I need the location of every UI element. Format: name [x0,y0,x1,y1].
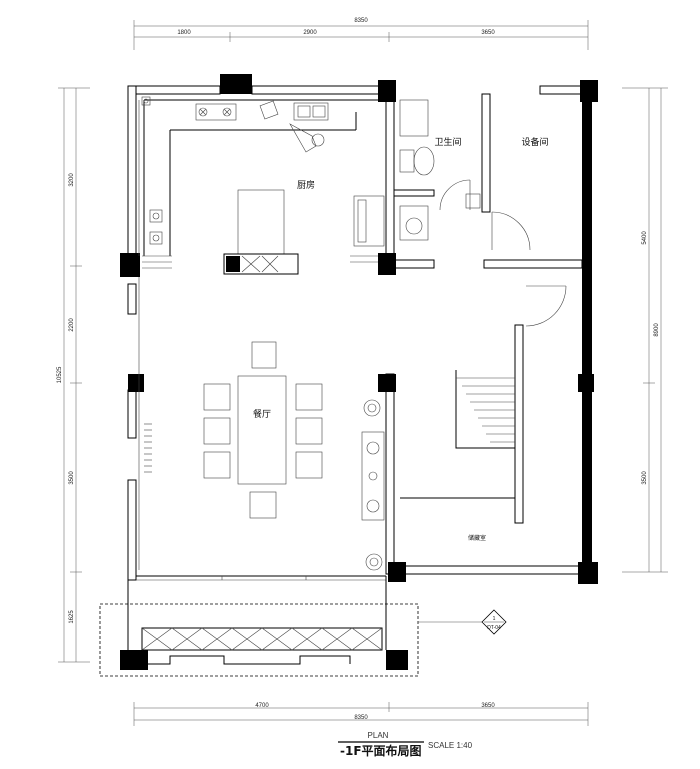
dim-left-seg-4: 1625 [69,610,75,624]
kitchen-counters [138,96,385,570]
plan-label: PLAN [368,731,389,740]
dim-left-seg-1: 3200 [69,173,75,187]
dim-left-seg-3: 3500 [69,471,75,485]
dimension-lines [58,20,668,726]
section-tag-number: 1 [493,616,496,622]
dim-top-seg-2: 2900 [303,30,317,36]
dim-right-seg-1: 5400 [642,231,648,245]
dim-left-seg-2: 2200 [69,318,75,332]
dim-bottom-seg-2: 3650 [481,703,495,709]
plan-scale: SCALE 1:40 [428,741,473,750]
staircase [455,370,515,449]
room-label-equipment: 设备间 [521,136,548,148]
section-tag-ref: DT-04 [487,625,501,631]
dim-right-total: 8900 [654,323,660,337]
room-label-storage: 储藏室 [468,534,486,542]
terrace [99,576,484,677]
bathroom-fixtures [399,99,481,241]
dim-top-seg-1: 1800 [177,30,191,36]
dim-bottom-seg-1: 4700 [255,703,269,709]
exterior-walls [127,85,593,581]
dim-bottom-total: 8350 [354,715,368,721]
dim-top-seg-3: 3650 [481,30,495,36]
dim-left-total: 10525 [57,366,63,383]
room-label-kitchen: 厨房 [297,179,315,191]
dim-top-total: 8350 [354,18,368,24]
dim-right-seg-2: 3500 [642,471,648,485]
columns [120,74,598,670]
glazed-wall [136,575,386,581]
side-door-hatch [144,423,152,473]
storage-door [525,285,567,327]
room-label-dining: 餐厅 [253,408,271,420]
section-tag [481,609,507,635]
dining-table-set [203,341,323,519]
room-label-bathroom: 卫生间 [434,136,461,148]
wall-unit [361,399,385,571]
equipment-door [491,211,531,251]
plan-title: -1F平面布局图 [340,743,422,758]
